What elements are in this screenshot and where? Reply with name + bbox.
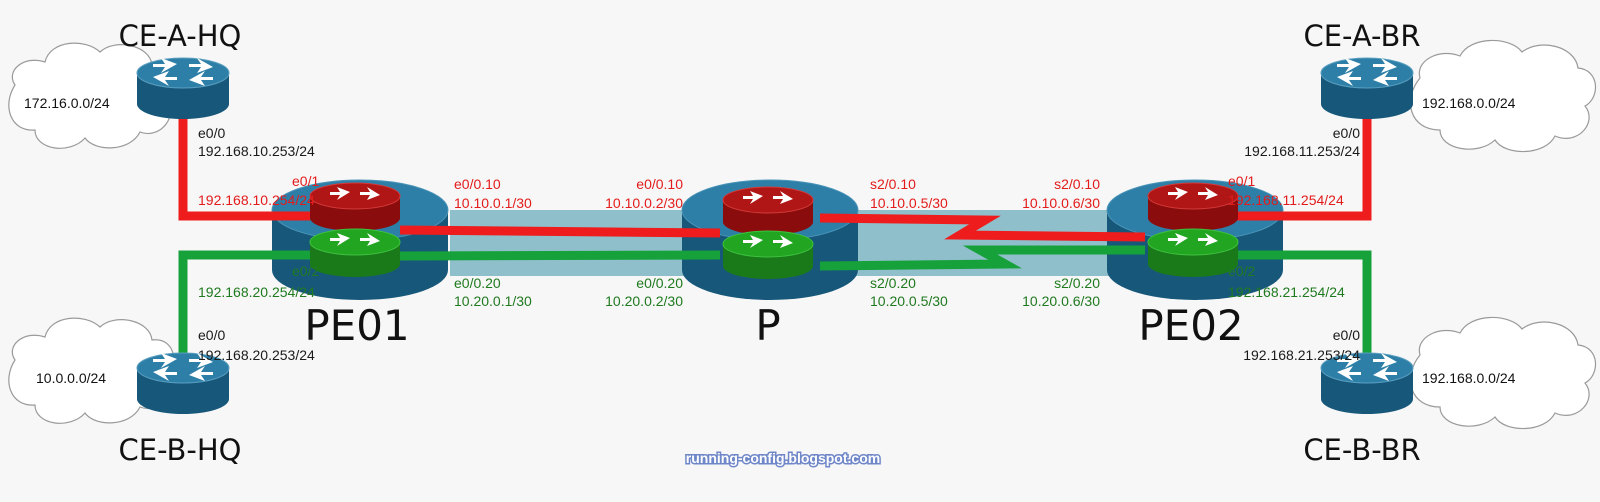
link-p-pe02-vrf-b: [819, 245, 1145, 271]
pe02-vrf-b-router-icon: [1147, 228, 1239, 278]
pe02-a-if: e0/1: [1228, 173, 1255, 189]
p-left-a-if: e0/0.10: [636, 176, 683, 192]
pe02-b-ip: 192.168.21.254/24: [1228, 284, 1345, 300]
ce-b-br-if: e0/0: [1333, 327, 1360, 343]
link-pe02-ce-a-br: [1235, 118, 1372, 221]
pe02-core-a-ip: 10.10.0.6/30: [1022, 195, 1100, 211]
ce-a-hq-if: e0/0: [198, 125, 225, 141]
p-right-b-ip: 10.20.0.5/30: [870, 293, 948, 309]
ce-b-hq-title: CE-B-HQ: [119, 433, 242, 467]
cloud-b-br: [1410, 316, 1597, 430]
p-left-a-ip: 10.10.0.2/30: [605, 195, 683, 211]
network-b-br: 192.168.0.0/24: [1422, 370, 1516, 386]
watermark-text: running-config.blogspot.com: [686, 450, 880, 466]
p-right-a-if: s2/0.10: [870, 176, 916, 192]
p-right-b-if: s2/0.20: [870, 275, 916, 291]
pe01-a-if: e0/1: [292, 173, 319, 189]
core-link-pe01-p: [450, 210, 700, 276]
pe01-title: PE01: [304, 301, 409, 350]
pe01-vrf-b-router-icon: [309, 228, 401, 278]
ce-a-hq-ip: 192.168.10.253/24: [198, 143, 315, 159]
ce-b-hq-if: e0/0: [198, 327, 225, 343]
link-ce-a-hq-pe01: [178, 118, 310, 221]
link-p-pe02-vrf-a: [819, 213, 1146, 242]
ce-b-br-ip: 192.168.21.253/24: [1243, 347, 1360, 363]
link-pe01-p-vrf-b: [399, 250, 721, 261]
network-a-br: 192.168.0.0/24: [1422, 95, 1516, 111]
link-pe02-ce-b-br: [1235, 250, 1372, 370]
vrf-a-links: [178, 118, 1372, 242]
pe02-core-b-ip: 10.20.0.6/30: [1022, 293, 1100, 309]
p-vrf-a-router-icon: [722, 186, 814, 236]
vrf-b-links: [178, 245, 1372, 370]
pe02-core-b-if: s2/0.20: [1054, 275, 1100, 291]
pe02-a-ip: 192.168.11.254/24: [1228, 192, 1344, 208]
ce-a-hq-router-icon: [136, 57, 230, 120]
pe01-vrf-a-router-icon: [309, 182, 401, 232]
p-left-b-if: e0/0.20: [636, 275, 683, 291]
pe01-b-if: e0/2: [292, 263, 319, 279]
pe01-core-a-if: e0/0.10: [454, 176, 501, 192]
pe01-a-ip: 192.168.10.254/24: [198, 192, 315, 208]
ce-a-br-if: e0/0: [1333, 125, 1360, 141]
ce-a-hq-title: CE-A-HQ: [119, 19, 242, 53]
pe02-vrf-a-router-icon: [1147, 182, 1239, 232]
pe01-b-ip: 192.168.20.254/24: [198, 284, 315, 300]
pe02-core-a-if: s2/0.10: [1054, 176, 1100, 192]
cloud-a-br: [1410, 39, 1597, 153]
link-ce-b-hq-pe01: [178, 250, 310, 370]
ce-a-br-router-icon: [1320, 57, 1414, 120]
p-vrf-b-router-icon: [722, 230, 814, 280]
link-pe01-p-vrf-a: [399, 225, 721, 238]
pe02-title: PE02: [1138, 301, 1243, 350]
pe01-core-a-ip: 10.10.0.1/30: [454, 195, 532, 211]
p-right-a-ip: 10.10.0.5/30: [870, 195, 948, 211]
ce-a-br-ip: 192.168.11.253/24: [1244, 143, 1360, 159]
ce-a-br-title: CE-A-BR: [1303, 19, 1420, 53]
pe01-core-b-ip: 10.20.0.1/30: [454, 293, 532, 309]
ce-b-br-title: CE-B-BR: [1303, 433, 1420, 467]
pe02-b-if: e0/2: [1228, 263, 1255, 279]
network-a-hq: 172.16.0.0/24: [24, 95, 110, 111]
p-title: P: [755, 301, 780, 350]
ce-b-hq-ip: 192.168.20.253/24: [198, 347, 315, 363]
pe01-core-b-if: e0/0.20: [454, 275, 501, 291]
p-left-b-ip: 10.20.0.2/30: [605, 293, 683, 309]
network-b-hq: 10.0.0.0/24: [36, 370, 106, 386]
